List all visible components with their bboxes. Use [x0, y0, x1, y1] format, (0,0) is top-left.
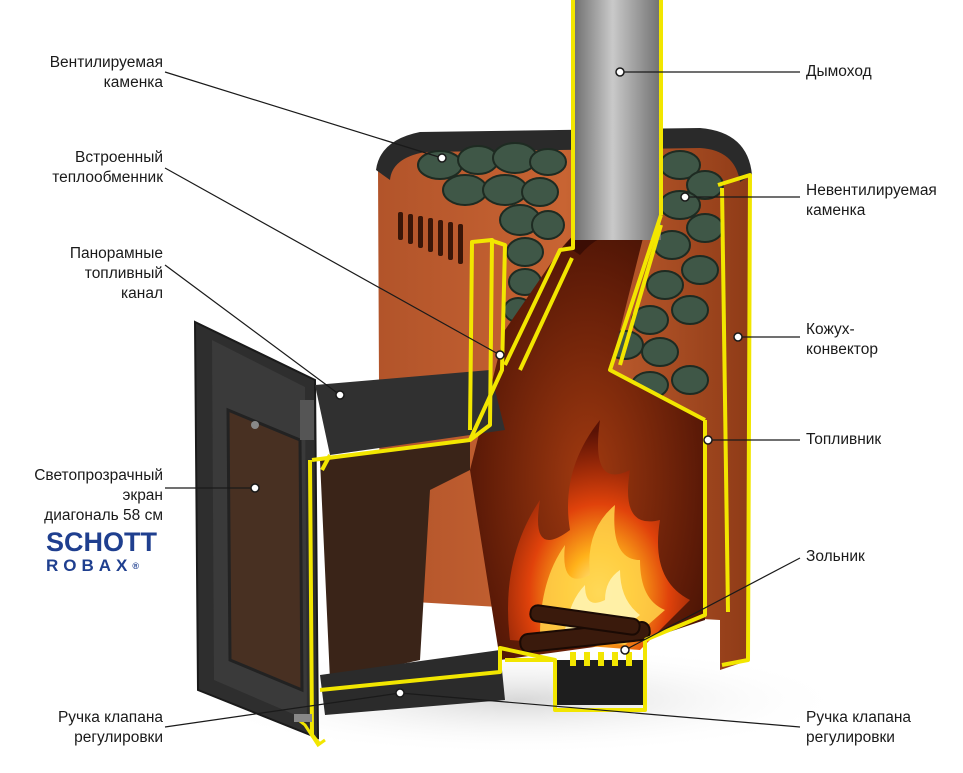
label-damper-handle-right: Ручка клапана регулировки	[806, 709, 912, 746]
logo-line1: SCHOTT	[46, 527, 157, 557]
damper-handle-left-part	[294, 714, 312, 722]
stones-ventilated	[417, 142, 567, 323]
label-fuel-channel: Панорамные топливный канал	[69, 245, 163, 302]
door-handle-knob	[251, 421, 259, 429]
grate-bars	[570, 652, 632, 666]
label-heat-exchanger: Встроенный теплообменник	[52, 149, 163, 186]
stones-non-ventilated	[606, 150, 724, 399]
door-hinge	[300, 400, 314, 440]
label-damper-handle-left: Ручка клапана регулировки	[57, 709, 163, 746]
schott-robax-logo: SCHOTT ROBAX®	[46, 528, 166, 576]
fuel-channel-top	[315, 370, 505, 455]
logs	[519, 604, 651, 653]
leader-dots	[250, 67, 743, 698]
door-glass	[228, 410, 302, 690]
logo-registered-mark: ®	[132, 561, 140, 571]
ash-pit-box	[555, 660, 645, 705]
label-chimney: Дымоход	[806, 63, 872, 80]
label-ash-pit: Зольник	[806, 548, 865, 565]
vent-slots	[398, 212, 463, 264]
fuel-channel-side	[320, 440, 470, 680]
chimney-pipe	[573, 0, 661, 240]
label-glass-screen: Светопрозрачный экран диагональ 58 см	[34, 467, 163, 524]
leader-lines	[164, 71, 801, 728]
label-ventilated-heater: Вентилируемая каменка	[49, 54, 163, 91]
label-firebox: Топливник	[806, 431, 882, 448]
logo-line2: ROBAX®	[46, 556, 166, 576]
label-casing-convector: Кожух- конвектор	[806, 321, 878, 358]
logo-line2-text: ROBAX	[46, 556, 133, 575]
label-non-ventilated-heater: Невентилируемая каменка	[806, 182, 937, 219]
